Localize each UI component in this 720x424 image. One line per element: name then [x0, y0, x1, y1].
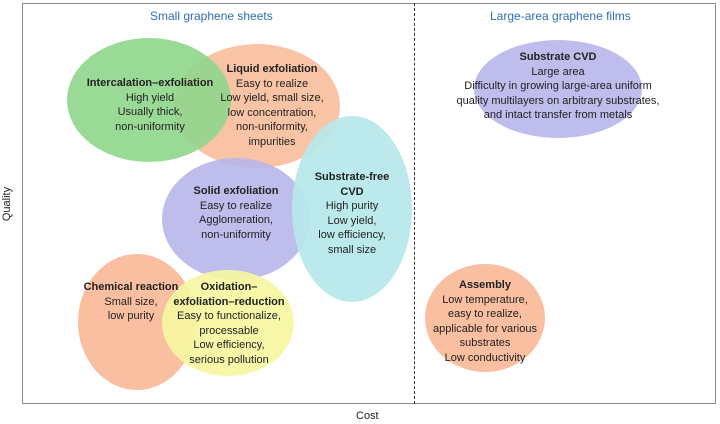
ellipse-solid-exfoliation [162, 158, 310, 280]
section-divider [414, 3, 415, 404]
method-line: low concentration, [227, 106, 317, 119]
method-title-line2: exfoliation–reduction [173, 295, 285, 308]
method-line: Easy to realize [199, 199, 273, 212]
method-line: Large area [531, 65, 585, 78]
method-line: applicable for various [433, 322, 537, 335]
label-oxidation-exfoliation-reduction: Oxidation– exfoliation–reduction Easy to… [166, 280, 292, 368]
ellipse-substrate-cvd [474, 40, 642, 138]
method-line: non-uniformity [201, 228, 271, 241]
method-line: non-uniformity, [236, 121, 308, 134]
method-line: Easy to functionalize, [177, 310, 281, 323]
method-title: Solid exfoliation [193, 185, 279, 197]
method-title: Assembly [459, 279, 511, 291]
method-line: low efficiency, [318, 229, 386, 242]
method-line: Low yield, small size, [220, 92, 324, 105]
method-line: Low yield, [327, 214, 377, 227]
label-chemical-reaction: Chemical reaction Small size, low purity [76, 280, 186, 324]
method-line: High purity [325, 200, 379, 213]
method-title: Intercalation–exfoliation [86, 77, 214, 89]
method-line: low purity [107, 310, 155, 323]
method-line: quality multilayers on arbitrary substra… [456, 94, 660, 107]
method-line: and intact transfer from metals [483, 109, 633, 122]
x-axis-label: Cost [356, 410, 379, 422]
method-line: Easy to realize [235, 77, 309, 90]
method-title: Liquid exfoliation [226, 63, 318, 75]
label-substrate-cvd: Substrate CVD Large area Difficulty in g… [422, 50, 694, 123]
y-axis-label: Quality [1, 186, 14, 222]
ellipse-oxidation-exfoliation-reduction [162, 270, 294, 376]
method-title: Substrate CVD [519, 51, 597, 63]
method-title: Oxidation– [200, 281, 258, 293]
method-title: Substrate-free [314, 171, 390, 183]
method-line: Low efficiency, [193, 339, 265, 352]
section-title-small-sheets: Small graphene sheets [150, 9, 273, 23]
method-line: Low temperature, [442, 293, 528, 306]
label-assembly: Assembly Low temperature, easy to realiz… [425, 278, 545, 366]
method-line: easy to realize, [448, 308, 522, 321]
label-substrate-free-cvd: Substrate-free CVD High purity Low yield… [298, 170, 406, 258]
method-line: Agglomeration, [199, 214, 273, 227]
method-line: impurities [248, 135, 296, 148]
plot-frame [22, 3, 716, 404]
method-line: substrates [459, 337, 511, 350]
method-line: Low conductivity [444, 351, 526, 364]
label-solid-exfoliation: Solid exfoliation Easy to realize Agglom… [176, 184, 296, 242]
method-title: Chemical reaction [83, 281, 179, 293]
ellipse-substrate-free-cvd [292, 116, 412, 302]
method-line: small size [327, 243, 377, 256]
method-title-line2: CVD [340, 185, 364, 198]
section-title-large-films: Large-area graphene films [490, 9, 631, 23]
method-line: Small size, [104, 295, 158, 308]
method-line: processable [199, 324, 259, 337]
label-intercalation-exfoliation: Intercalation–exfoliation High yield Usu… [75, 76, 225, 134]
method-line: Usually thick, [117, 106, 183, 119]
ellipse-intercalation-exfoliation [67, 38, 231, 162]
method-line: Difficulty in growing large-area uniform [464, 80, 652, 93]
method-line: serious pollution [189, 353, 269, 366]
label-liquid-exfoliation: Liquid exfoliation Easy to realize Low y… [210, 62, 334, 150]
method-line: non-uniformity [115, 120, 185, 133]
ellipse-assembly [425, 264, 545, 372]
method-line: High yield [125, 91, 175, 104]
